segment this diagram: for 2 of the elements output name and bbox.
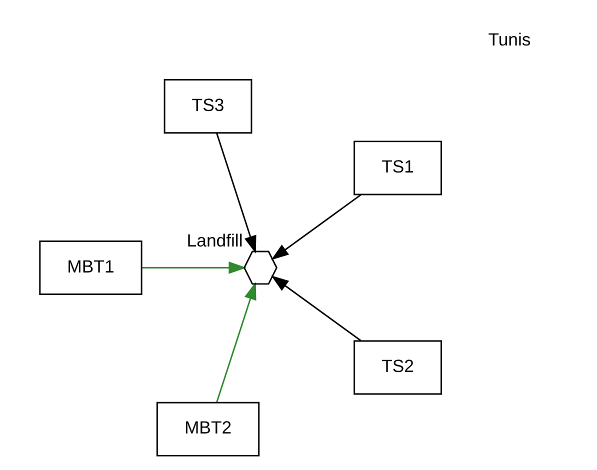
node-label: Landfill bbox=[186, 230, 242, 251]
label: Tunis bbox=[488, 29, 530, 50]
